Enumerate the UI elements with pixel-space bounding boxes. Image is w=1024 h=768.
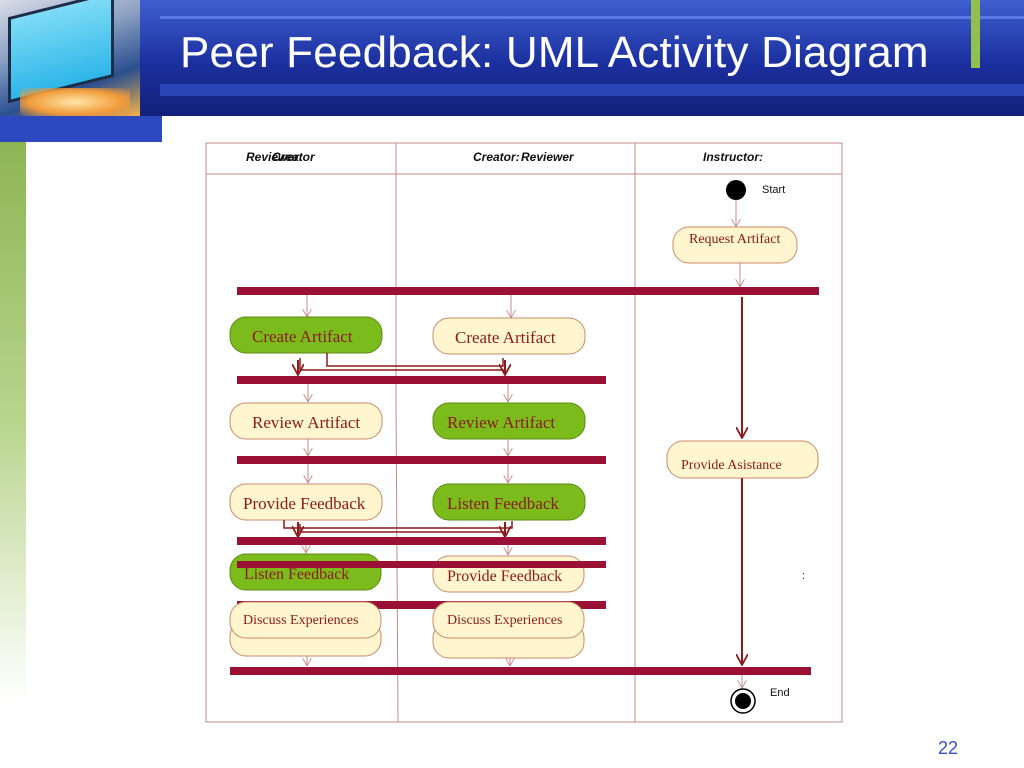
- node-create-artifact-2: [432, 317, 586, 355]
- header-stripe-bottom: [160, 84, 1024, 96]
- side-green-strip: [0, 142, 26, 702]
- start-label: Start: [762, 184, 785, 196]
- header-bottom-strip: [0, 116, 162, 142]
- sync-bar-2: [237, 456, 606, 464]
- label-review-artifact-1: Review Artifact: [252, 413, 360, 432]
- lane-header-creator-overlay: Reviewer: [521, 150, 575, 164]
- label-provide-assistance: Provide Asistance: [681, 458, 782, 473]
- sync-bar-overlay-a: [237, 561, 606, 568]
- end-node-dot: [735, 693, 751, 709]
- fork-bar-main: [237, 287, 819, 295]
- node-listen-feedback-2: [432, 483, 586, 521]
- node-request-artifact: [672, 226, 798, 264]
- node-provide-feedback-1: [229, 483, 383, 521]
- sync-bar-3: [237, 537, 606, 545]
- node-review-artifact-2: [432, 402, 586, 440]
- node-review-artifact-1: [229, 402, 383, 440]
- node-create-artifact-1: [229, 316, 383, 354]
- start-node: [726, 180, 746, 200]
- node-discuss-2: [432, 601, 585, 639]
- lane-header-reviewer: Reviewer:: [246, 150, 303, 164]
- label-provide-feedback-1: Provide Feedback: [243, 494, 366, 513]
- sync-bar-1: [237, 376, 606, 384]
- label-listen-feedback-1: Listen Feedback: [244, 566, 349, 583]
- sync-bar-4: [237, 601, 606, 609]
- lane-header-instructor: Instructor:: [703, 150, 763, 164]
- header-stripe-top: [160, 16, 1024, 19]
- label-provide-feedback-2: Provide Feedback: [447, 568, 562, 585]
- header-band: [0, 0, 1024, 116]
- lane-header-reviewer-overlay: Creator: [272, 150, 316, 164]
- colon-note: :: [802, 570, 805, 582]
- label-listen-feedback-2: Listen Feedback: [447, 494, 559, 513]
- label-create-artifact-1: Create Artifact: [252, 327, 353, 346]
- label-review-artifact-2: Review Artifact: [447, 413, 555, 432]
- label-discuss-1: Discuss Experiences: [243, 613, 358, 628]
- green-accent-bar: [971, 0, 980, 68]
- page-number: 22: [938, 738, 959, 758]
- final-join-bar: [230, 667, 811, 675]
- lane-divider-1: [395, 143, 399, 723]
- node-discuss-1: [229, 601, 382, 639]
- end-label: End: [770, 687, 790, 699]
- computer-thumbnail-image: [0, 0, 140, 116]
- label-create-artifact-2: Create Artifact: [455, 328, 556, 347]
- label-discuss-2: Discuss Experiences: [447, 613, 562, 628]
- lane-header-creator: Creator:: [473, 150, 520, 164]
- label-request-artifact: Request Artifact: [689, 232, 780, 247]
- slide-title: Peer Feedback: UML Activity Diagram: [180, 28, 929, 77]
- keyboard-glow-shape: [20, 88, 130, 116]
